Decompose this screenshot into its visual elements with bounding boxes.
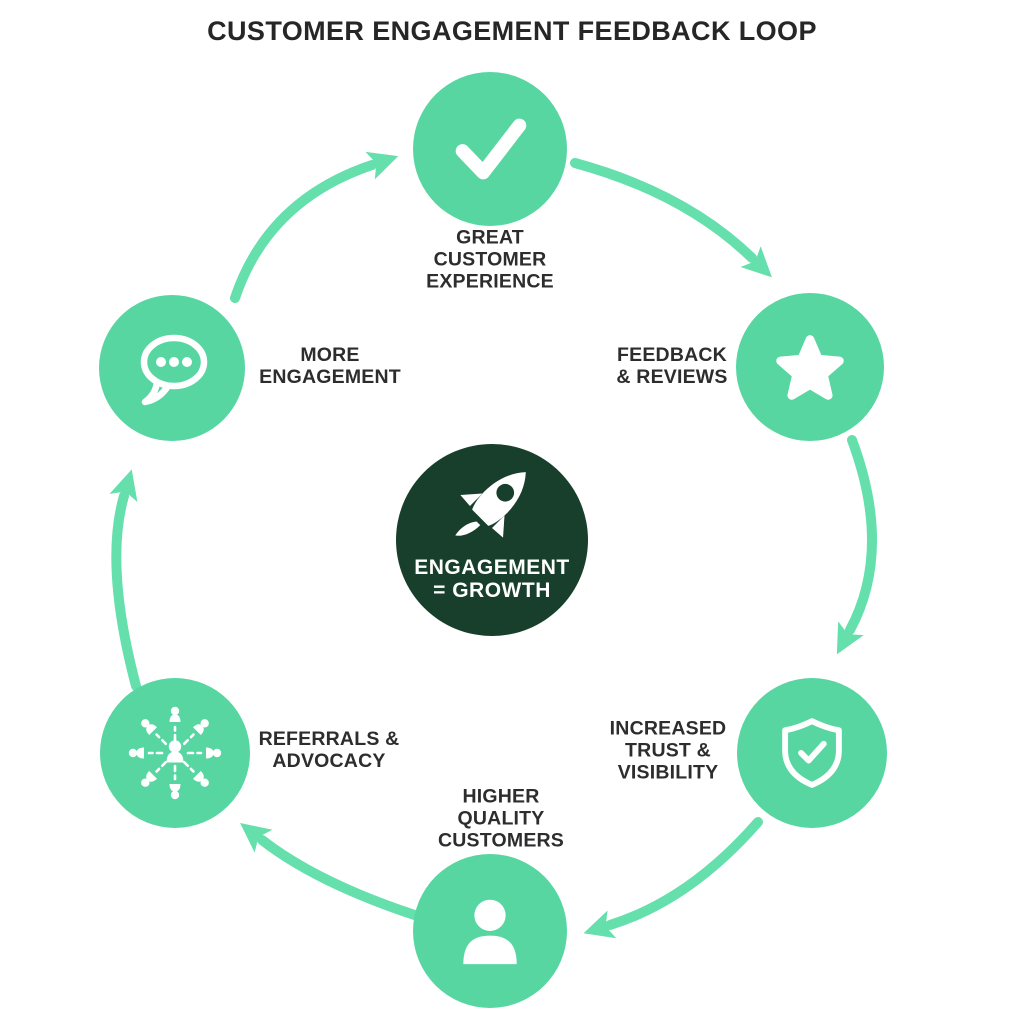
chat-bubble-icon bbox=[140, 334, 208, 406]
node-increased-trust-visibility bbox=[737, 678, 887, 828]
star-icon bbox=[776, 335, 844, 400]
center-label: ENGAGEMENT = GROWTH bbox=[414, 556, 570, 602]
node-referrals-advocacy bbox=[100, 678, 250, 828]
node-label-higher-quality-customers: HIGHER QUALITY CUSTOMERS bbox=[437, 785, 565, 851]
shield-check-icon bbox=[782, 718, 842, 788]
node-more-engagement bbox=[99, 295, 245, 441]
rocket-icon bbox=[455, 472, 526, 538]
node-label-increased-trust-visibility: INCREASED TRUST & VISIBILITY bbox=[609, 717, 727, 783]
arrow-referrals-to-engagement bbox=[109, 469, 141, 691]
referral-network-icon bbox=[128, 706, 222, 800]
node-label-referrals-advocacy: REFERRALS & ADVOCACY bbox=[258, 728, 400, 772]
node-label-feedback-reviews: FEEDBACK & REVIEWS bbox=[616, 344, 728, 388]
person-icon bbox=[463, 899, 517, 965]
center-label-line1: ENGAGEMENT bbox=[414, 556, 570, 579]
node-feedback-reviews bbox=[736, 293, 884, 441]
node-great-customer-experience bbox=[413, 72, 567, 226]
center-node-engagement-growth: ENGAGEMENT = GROWTH bbox=[396, 444, 588, 636]
node-label-great-customer-experience: GREAT CUSTOMER EXPERIENCE bbox=[426, 226, 554, 292]
arrow-more-engagement-to-great-experience bbox=[230, 151, 399, 303]
checkmark-icon bbox=[455, 118, 527, 180]
diagram-title: CUSTOMER ENGAGEMENT FEEDBACK LOOP bbox=[207, 16, 817, 46]
node-higher-quality-customers bbox=[413, 854, 567, 1008]
arrow-great-experience-to-feedback bbox=[570, 158, 772, 278]
center-label-line2: = GROWTH bbox=[433, 579, 551, 603]
arrow-trust-to-customers bbox=[583, 817, 763, 939]
node-label-more-engagement: MORE ENGAGEMENT bbox=[259, 344, 401, 388]
arrow-customers-to-referrals bbox=[240, 823, 429, 923]
arrow-feedback-to-trust bbox=[836, 435, 877, 655]
